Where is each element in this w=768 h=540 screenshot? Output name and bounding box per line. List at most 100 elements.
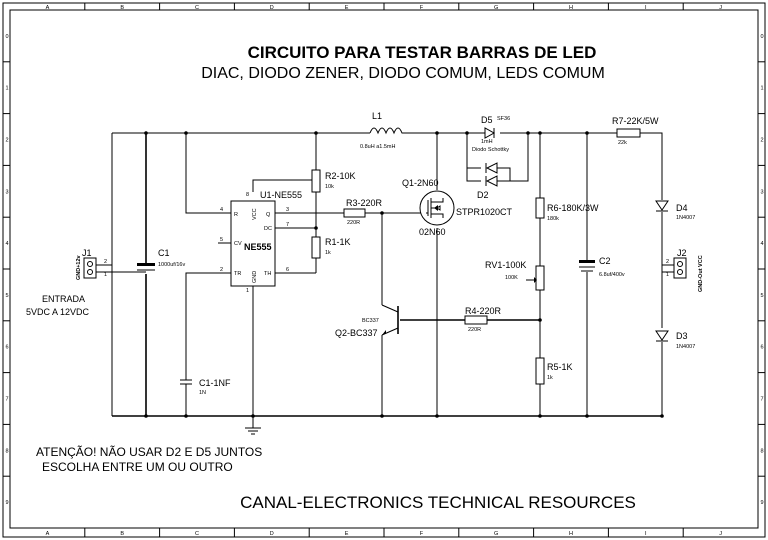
j1-pin-label: GND+12v — [76, 254, 82, 280]
grid-row-label: 9 — [760, 500, 763, 506]
resistor-r5: R5-1K 1k — [535, 357, 573, 385]
svg-text:7: 7 — [286, 222, 289, 228]
grid-col-label: A — [46, 531, 50, 537]
svg-text:4: 4 — [220, 207, 223, 213]
ic-u1-ne555: U1-NE555 NE555 R Q DC CV TR TH VCC GND 4… — [218, 190, 302, 294]
diode-d5: D5 SF36 1mH Diodo Schottky — [472, 115, 510, 153]
grid-row-label: 3 — [760, 189, 763, 195]
u1-chip: NE555 — [244, 242, 272, 252]
svg-text:D2: D2 — [477, 190, 489, 200]
grid-col-label: E — [345, 531, 349, 537]
svg-text:D4: D4 — [676, 203, 688, 213]
svg-text:CV: CV — [234, 241, 242, 247]
svg-text:D5: D5 — [481, 115, 493, 125]
diode-d2: D2 STPR1020CT — [456, 162, 513, 217]
grid-row-label: 6 — [5, 345, 8, 351]
c1-value: 1000uf/16v — [158, 262, 185, 268]
svg-text:GND-Out VCC: GND-Out VCC — [698, 255, 704, 292]
grid-row-label: 2 — [760, 138, 763, 144]
grid-col-label: I — [645, 5, 647, 11]
grid-row-label: 5 — [760, 293, 763, 299]
grid-row-label: 6 — [760, 345, 763, 351]
grid-col-label: D — [270, 5, 274, 11]
grid-row-label: 9 — [5, 500, 8, 506]
svg-text:R4-220R: R4-220R — [465, 306, 502, 316]
svg-text:1: 1 — [666, 272, 669, 278]
grid-col-label: H — [569, 5, 573, 11]
svg-text:1mH: 1mH — [481, 139, 493, 145]
svg-text:220R: 220R — [347, 220, 360, 226]
warning-line-2: ESCOLHA ENTRE UM OU OUTRO — [42, 460, 233, 474]
svg-text:Q1-2N60: Q1-2N60 — [402, 178, 439, 188]
svg-text:R3-220R: R3-220R — [346, 198, 383, 208]
svg-text:1k: 1k — [325, 250, 331, 256]
grid-col-label: C — [195, 5, 199, 11]
title-main: CIRCUITO PARA TESTAR BARRAS DE LED — [248, 43, 597, 62]
ground-symbol — [245, 427, 261, 435]
svg-text:100K: 100K — [505, 275, 518, 281]
svg-text:R6-180K/3W: R6-180K/3W — [547, 203, 599, 213]
svg-text:R: R — [234, 212, 238, 218]
grid-row-label: 0 — [5, 34, 8, 40]
grid-col-label: C — [195, 531, 199, 537]
svg-text:L1: L1 — [372, 111, 382, 121]
grid-row-label: 7 — [5, 397, 8, 403]
svg-text:BC337: BC337 — [362, 318, 379, 324]
grid-col-label: E — [345, 5, 349, 11]
diode-d4: D4 1N4007 — [655, 200, 695, 221]
grid-col-label: G — [494, 531, 498, 537]
svg-text:1k: 1k — [547, 375, 553, 381]
grid-row-label: 4 — [760, 241, 763, 247]
svg-text:C1-1NF: C1-1NF — [199, 378, 231, 388]
svg-text:2: 2 — [666, 259, 669, 265]
svg-text:6: 6 — [286, 267, 289, 273]
svg-text:8: 8 — [246, 192, 249, 198]
capacitor-c1nf: C1-1NF 1N — [180, 378, 231, 396]
resistor-r7: R7-22K/5W 22k — [612, 116, 659, 146]
svg-text:02N60: 02N60 — [419, 227, 446, 237]
grid-row-label: 1 — [760, 86, 763, 92]
connector-j1: J1 GND+12v 2 1 — [76, 248, 107, 280]
grid-col-label: F — [420, 531, 424, 537]
capacitor-c1: C1 1000uf/16v — [137, 248, 185, 271]
svg-text:DC: DC — [264, 226, 272, 232]
svg-text:1: 1 — [246, 288, 249, 294]
svg-text:5: 5 — [220, 237, 223, 243]
svg-text:D3: D3 — [676, 331, 688, 341]
grid-col-label: B — [120, 5, 124, 11]
capacitor-c2: C2 6.8uf/400v — [579, 256, 625, 278]
grid-row-label: 0 — [760, 34, 763, 40]
title-subtitle: DIAC, DIODO ZENER, DIODO COMUM, LEDS COM… — [201, 65, 605, 82]
svg-text:TH: TH — [264, 271, 271, 277]
svg-text:C2: C2 — [599, 256, 611, 266]
svg-text:1N4007: 1N4007 — [676, 344, 695, 350]
u1-ref: U1-NE555 — [260, 190, 302, 200]
diode-d3: D3 1N4007 — [655, 330, 695, 350]
grid-row-label: 7 — [760, 397, 763, 403]
resistor-r4: R4-220R 220R — [464, 306, 502, 333]
grid-row-label: 8 — [760, 448, 763, 454]
svg-text:180k: 180k — [547, 216, 559, 222]
grid-row-label: 2 — [5, 138, 8, 144]
svg-text:1N: 1N — [199, 390, 206, 396]
svg-text:22k: 22k — [618, 140, 627, 146]
svg-text:TR: TR — [234, 271, 241, 277]
svg-text:220R: 220R — [468, 327, 481, 333]
svg-text:R7-22K/5W: R7-22K/5W — [612, 116, 659, 126]
svg-text:R5-1K: R5-1K — [547, 362, 573, 372]
svg-text:2: 2 — [220, 267, 223, 273]
inductor-l1: L1 0.8uH a1.5mH — [360, 111, 405, 150]
c1-ref: C1 — [158, 248, 170, 258]
svg-text:R2-10K: R2-10K — [325, 171, 356, 181]
resistor-r6: R6-180K/3W 180k — [535, 197, 599, 222]
j1-pin1: 1 — [104, 272, 107, 278]
resistor-r1: R1-1K 1k — [311, 236, 351, 259]
junction-dots — [144, 131, 664, 418]
grid-col-label: G — [494, 5, 498, 11]
wires — [96, 132, 674, 428]
grid-col-label: J — [719, 531, 722, 537]
svg-text:Diodo Schottky: Diodo Schottky — [472, 147, 509, 153]
potentiometer-rv1: RV1-100K 100K — [485, 260, 545, 291]
svg-text:3: 3 — [286, 207, 289, 213]
